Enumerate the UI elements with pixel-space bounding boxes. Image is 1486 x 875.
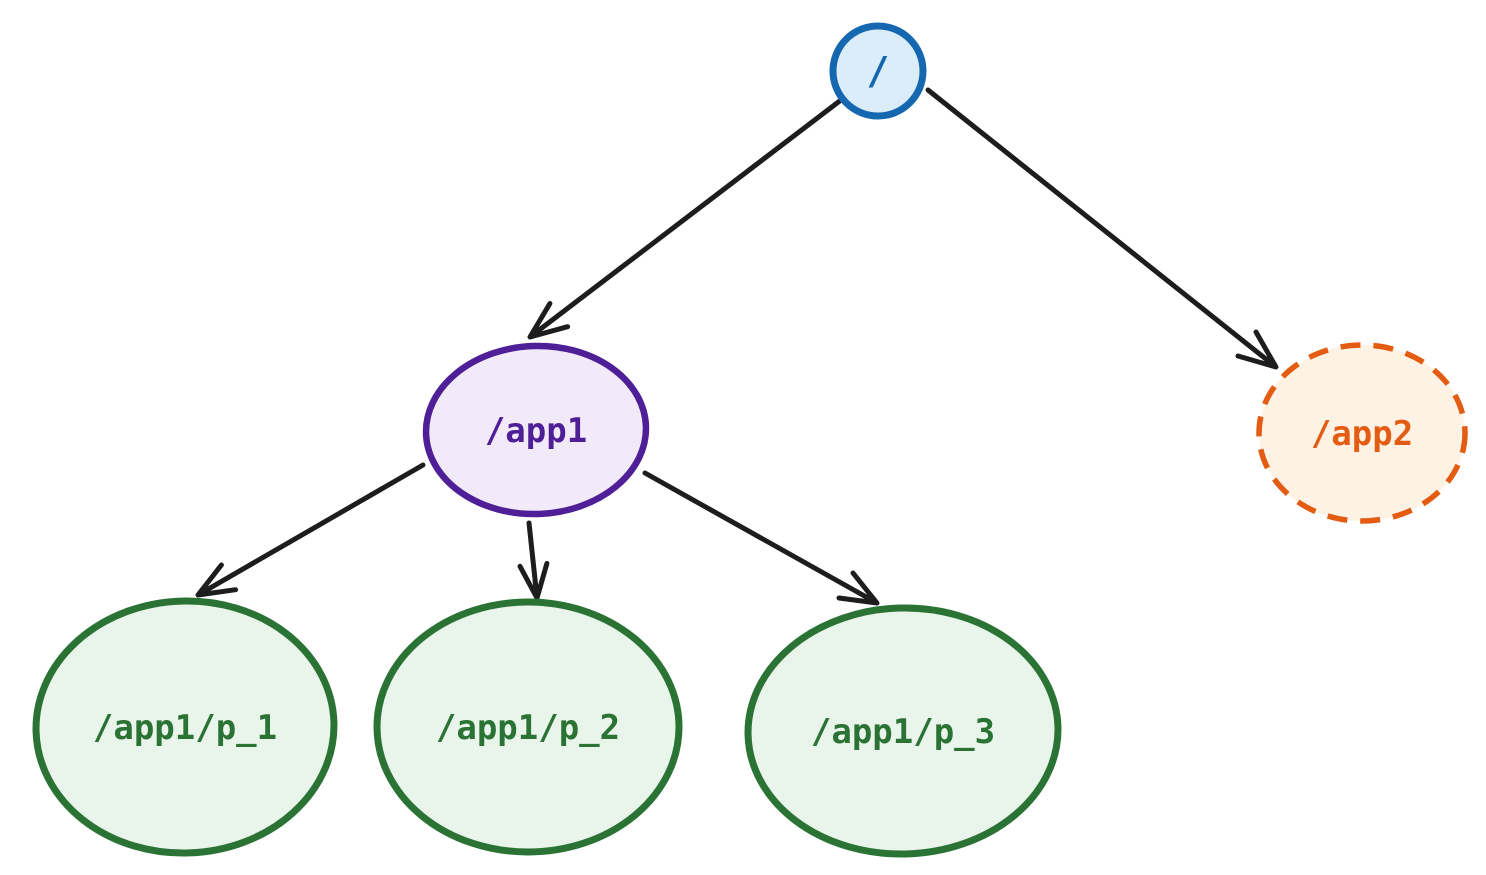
node-app2-label: /app2 [1311, 414, 1413, 454]
node-app1-p1-label: /app1/p_1 [93, 708, 277, 748]
node-root: / [829, 22, 927, 120]
node-app1-p1-shape [32, 597, 338, 857]
node-app1-p2-label: /app1/p_2 [436, 708, 620, 748]
node-root-shape [829, 22, 927, 120]
edge-root-to-app2-arrow [925, 87, 1279, 370]
node-app1-p2: /app1/p_2 [373, 598, 683, 856]
node-app1-p3-shape [744, 604, 1062, 858]
edges [195, 87, 1279, 606]
edge-app1-to-p1-arrow [195, 462, 426, 598]
node-app1-label: /app1 [485, 411, 587, 451]
node-app1-p1: /app1/p_1 [32, 597, 338, 857]
node-app1: /app1 [422, 342, 650, 518]
edge-root-to-app1-arrow [527, 97, 844, 340]
node-app1-shape [422, 342, 650, 518]
node-app1-p3: /app1/p_3 [744, 604, 1062, 858]
node-app1-p2-shape [373, 598, 683, 856]
node-app2: /app2 [1256, 342, 1468, 524]
node-app1-p3-label: /app1/p_3 [811, 712, 995, 752]
node-root-label: / [867, 49, 890, 93]
edge-app1-to-p3-arrow [642, 470, 880, 606]
node-app2-shape [1256, 342, 1468, 524]
edge-app1-to-p2-arrow [517, 520, 550, 601]
